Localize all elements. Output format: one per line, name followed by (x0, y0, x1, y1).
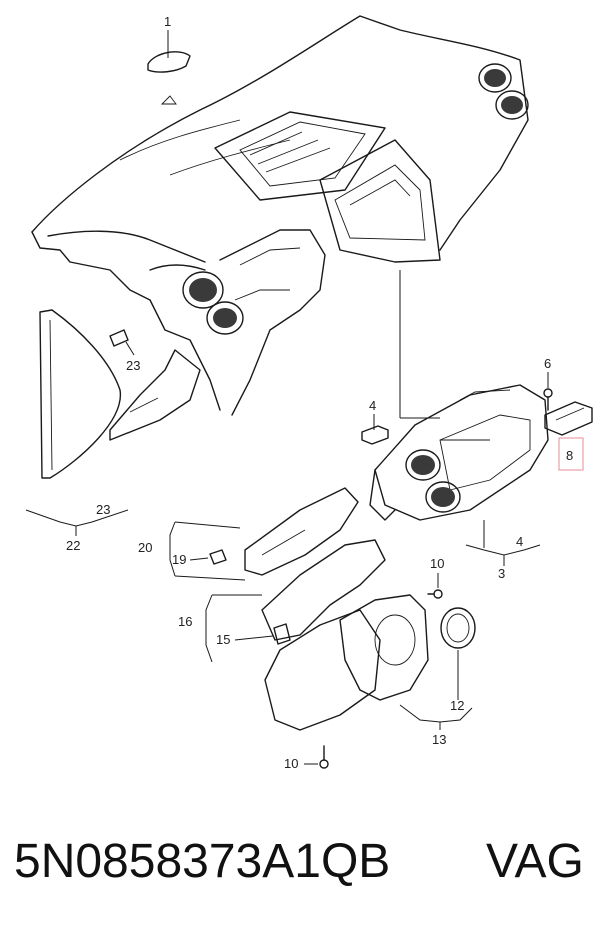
callout-6: 6 (544, 356, 551, 371)
exploded-parts-diagram: 1 23 23 22 6 4 8 4 3 20 19 16 15 10 12 1… (25, 14, 593, 771)
callout-3: 3 (498, 566, 505, 581)
part-19-clip (209, 549, 227, 565)
part-13-column-shroud (339, 594, 429, 701)
callout-10: 10 (430, 556, 444, 571)
part-1-clip (147, 51, 191, 105)
callout-19: 19 (172, 552, 186, 567)
callout-1: 1 (164, 14, 171, 29)
callout-20: 20 (138, 540, 152, 555)
part-23-clip (109, 329, 129, 347)
dashboard-panel (31, 15, 529, 441)
part-4-clip (361, 425, 389, 445)
part-3-vent-panel (369, 384, 549, 521)
part-6-screw (543, 388, 553, 411)
part-12-ring (440, 607, 476, 649)
part-22-side-panel (39, 309, 121, 479)
part-number: 5N0858373A1QB (14, 835, 391, 888)
callout-15: 15 (216, 632, 230, 647)
callout-12: 12 (450, 698, 464, 713)
callout-8: 8 (566, 448, 573, 463)
part-8-switch (544, 401, 593, 436)
part-15-clip (273, 623, 291, 645)
callout-13: 13 (432, 732, 446, 747)
leader-lines (25, 30, 549, 765)
callout-10-lower: 10 (284, 756, 298, 771)
callout-23-lower: 23 (96, 502, 110, 517)
brand-name: VAG (486, 835, 584, 888)
callout-16: 16 (178, 614, 192, 629)
callout-23: 23 (126, 358, 140, 373)
part-10-screw (319, 589, 443, 769)
callout-4-bracket: 4 (516, 534, 523, 549)
callout-4: 4 (369, 398, 376, 413)
callout-8-highlight (558, 437, 584, 471)
callout-22: 22 (66, 538, 80, 553)
callout-labels: 1 23 23 22 6 4 8 4 3 20 19 16 15 10 12 1… (66, 14, 584, 771)
part-20-upper-cover (244, 487, 359, 576)
part-16-lower-panel (261, 539, 386, 731)
